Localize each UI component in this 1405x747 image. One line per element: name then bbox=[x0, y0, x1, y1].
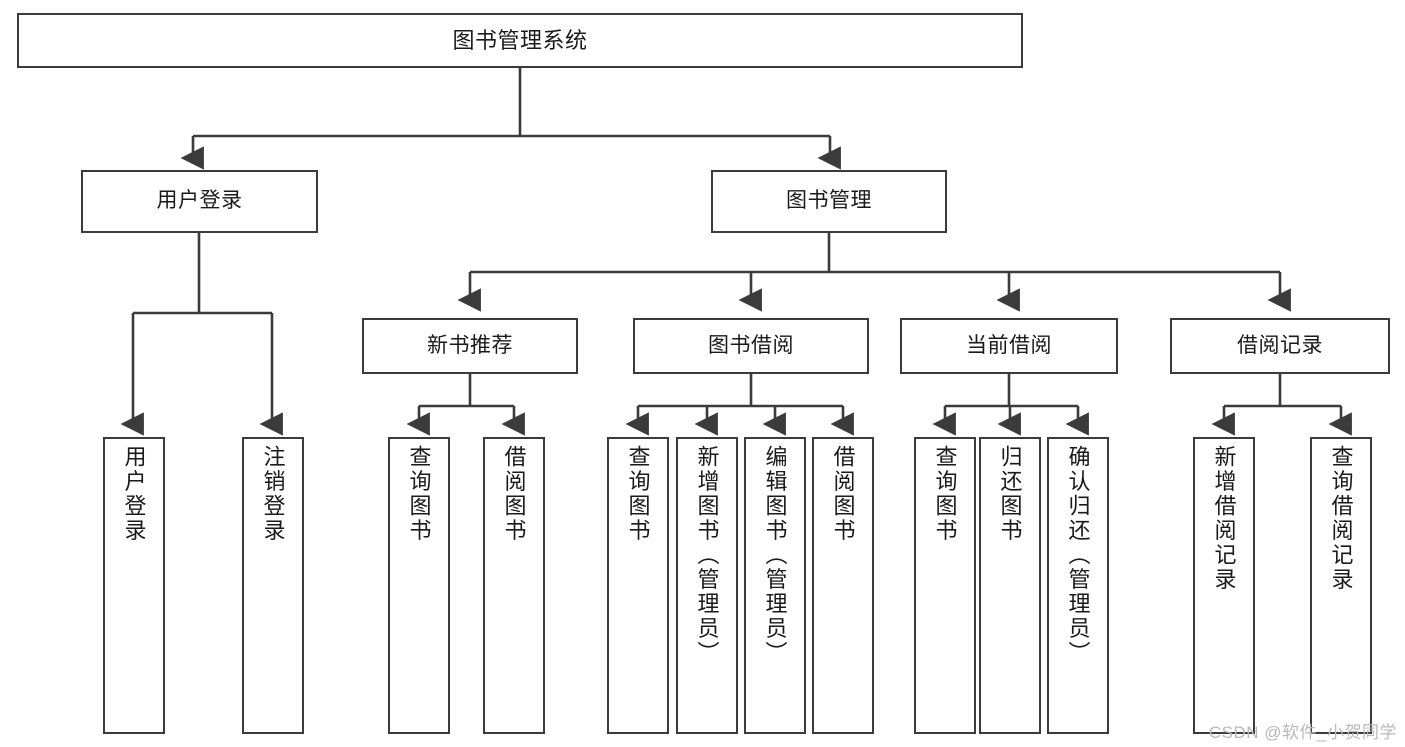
node-label: 图书借阅 bbox=[708, 333, 794, 357]
node-label: 新增图书（管理员） bbox=[694, 445, 720, 666]
leaf-edit-book-admin[interactable]: 编辑图书（管理员） bbox=[744, 437, 806, 734]
node-label: 新增借阅记录 bbox=[1211, 445, 1237, 592]
node-label: 当前借阅 bbox=[966, 333, 1052, 357]
node-borrow-records[interactable]: 借阅记录 bbox=[1170, 318, 1390, 374]
node-new-book-recommendation[interactable]: 新书推荐 bbox=[362, 318, 578, 374]
node-label: 注销登录 bbox=[260, 445, 286, 543]
node-label: 查询图书 bbox=[406, 445, 432, 543]
node-label: 借阅图书 bbox=[830, 445, 856, 543]
node-book-borrowing[interactable]: 图书借阅 bbox=[633, 318, 869, 374]
leaf-query-book-current[interactable]: 查询图书 bbox=[914, 437, 976, 734]
leaf-return-book[interactable]: 归还图书 bbox=[979, 437, 1041, 734]
node-label: 图书管理系统 bbox=[452, 27, 588, 53]
leaf-confirm-return-admin[interactable]: 确认归还（管理员） bbox=[1047, 437, 1109, 734]
leaf-query-book-borrowing[interactable]: 查询图书 bbox=[607, 437, 669, 734]
node-label: 借阅记录 bbox=[1237, 333, 1323, 357]
node-book-management[interactable]: 图书管理 bbox=[711, 170, 947, 233]
node-label: 图书管理 bbox=[786, 189, 872, 213]
leaf-borrow-book-recommendation[interactable]: 借阅图书 bbox=[483, 437, 545, 734]
leaf-user-login[interactable]: 用户登录 bbox=[103, 437, 165, 734]
leaf-query-borrow-record[interactable]: 查询借阅记录 bbox=[1310, 437, 1372, 734]
node-label: 查询图书 bbox=[932, 445, 958, 543]
node-label: 新书推荐 bbox=[427, 333, 513, 357]
node-label: 查询借阅记录 bbox=[1328, 445, 1354, 592]
leaf-query-book-recommendation[interactable]: 查询图书 bbox=[388, 437, 450, 734]
node-label: 确认归还（管理员） bbox=[1065, 445, 1091, 666]
leaf-add-borrow-record[interactable]: 新增借阅记录 bbox=[1193, 437, 1255, 734]
leaf-logout[interactable]: 注销登录 bbox=[242, 437, 304, 734]
leaf-borrow-book-borrowing[interactable]: 借阅图书 bbox=[812, 437, 874, 734]
node-label: 归还图书 bbox=[997, 445, 1023, 543]
node-current-borrowing[interactable]: 当前借阅 bbox=[900, 318, 1118, 374]
node-user-login[interactable]: 用户登录 bbox=[81, 170, 318, 233]
node-label: 编辑图书（管理员） bbox=[762, 445, 788, 666]
node-label: 用户登录 bbox=[156, 189, 243, 213]
node-root-book-management-system[interactable]: 图书管理系统 bbox=[17, 13, 1023, 68]
node-label: 借阅图书 bbox=[501, 445, 527, 543]
watermark: CSDN @软件_小贺同学 bbox=[1208, 723, 1397, 742]
leaf-add-book-admin[interactable]: 新增图书（管理员） bbox=[676, 437, 738, 734]
node-label: 查询图书 bbox=[625, 445, 651, 543]
node-label: 用户登录 bbox=[121, 445, 147, 543]
